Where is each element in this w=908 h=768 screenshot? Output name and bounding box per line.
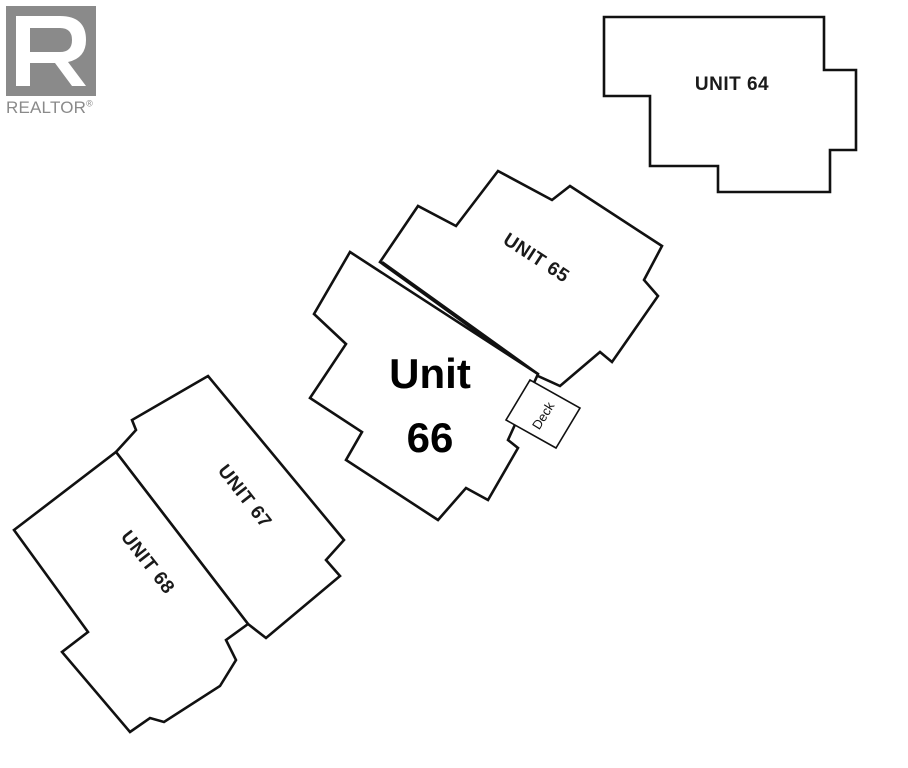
realtor-wordmark: REALTOR® [6, 98, 93, 117]
unit-67-outline [114, 374, 346, 640]
unit-66-label-line2: 66 [407, 414, 454, 461]
unit-68: UNIT 68 [12, 450, 250, 734]
unit-64-outline [602, 15, 858, 194]
unit-65: UNIT 65 [378, 169, 664, 388]
realtor-logo: REALTOR® [6, 6, 106, 118]
unit-65-outline [378, 169, 664, 388]
realtor-r-icon [6, 6, 96, 96]
deck: Deck [504, 378, 582, 450]
unit-66-label-line1: Unit [389, 350, 471, 397]
unit-64: UNIT 64 [602, 15, 858, 194]
unit-65-66-divider [381, 260, 539, 376]
unit-68-outline [12, 450, 250, 734]
unit-66: Unit 66 [308, 250, 540, 522]
realtor-r-glyph [6, 6, 96, 96]
deck-outline [504, 378, 582, 450]
unit-67: UNIT 67 [114, 374, 346, 640]
unit-66-outline [308, 250, 540, 522]
unit-64-label: UNIT 64 [695, 74, 769, 95]
